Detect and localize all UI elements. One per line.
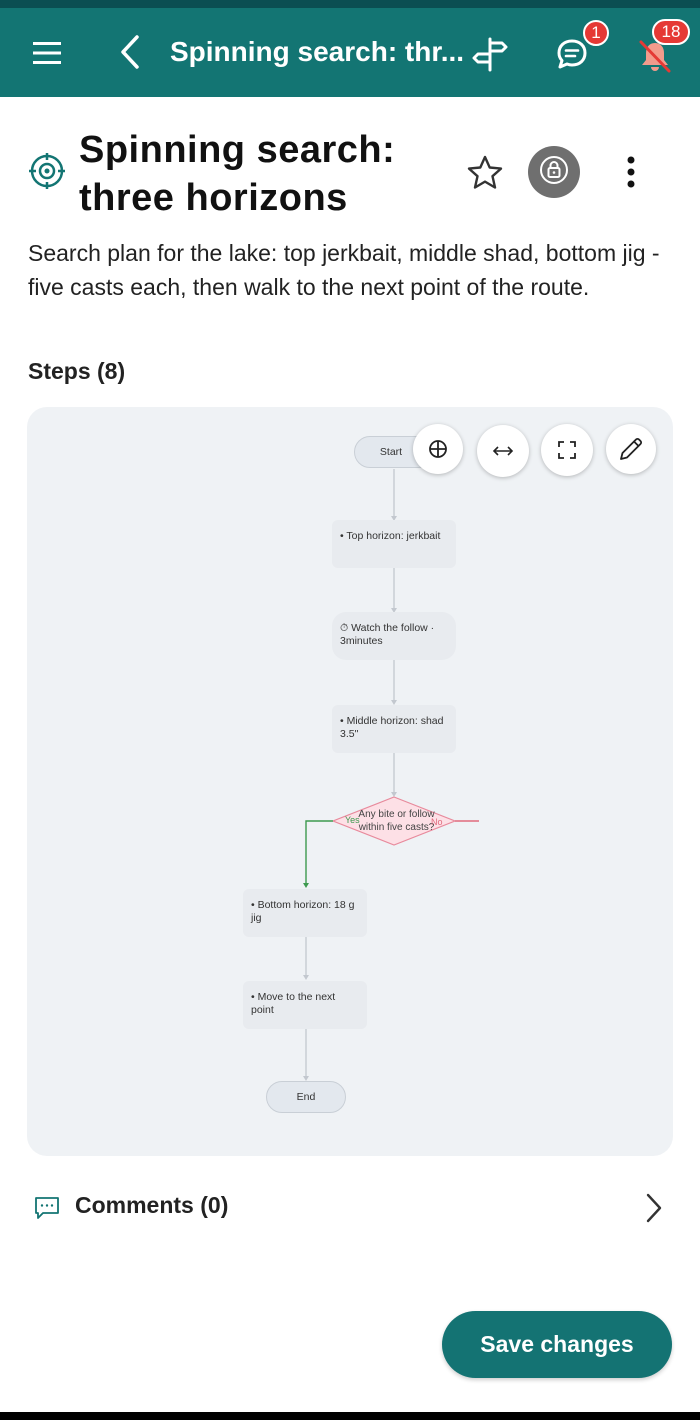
comments-label: Comments (0) (75, 1192, 229, 1218)
crosshair-icon (429, 440, 447, 458)
pencil-icon (620, 437, 643, 460)
target-icon (28, 152, 66, 195)
system-navigation-bar (0, 1412, 700, 1420)
comment-icon (34, 1196, 60, 1225)
page-title-line2: three horizons (79, 177, 348, 219)
menu-icon[interactable] (30, 36, 64, 70)
flow-decision-no-label: No (431, 817, 443, 827)
app-bar: Spinning search: thr... 1 18 (0, 8, 700, 97)
chat-badge: 1 (583, 20, 609, 46)
flow-step-bottom-horizon[interactable]: • Bottom horizon: 18 g jig (243, 889, 367, 937)
chat-icon[interactable] (552, 34, 592, 74)
flow-decision-label[interactable]: Any bite or follow within five casts? (358, 809, 435, 833)
fullscreen-icon (558, 441, 576, 459)
app-bar-title: Spinning search: thr... (170, 36, 465, 67)
edit-button[interactable] (606, 424, 656, 474)
flow-step-middle-horizon[interactable]: • Middle horizon: shad 3.5" (332, 705, 456, 753)
fit-width-button[interactable] (477, 425, 529, 477)
fit-width-icon (492, 446, 514, 456)
notifications-off-icon[interactable] (635, 36, 675, 76)
plan-description: Search plan for the lake: top jerkbait, … (28, 240, 660, 300)
flowchart-canvas[interactable]: Start • Top horizon: jerkbait ⏱ Watch th… (27, 407, 673, 1156)
signpost-icon[interactable] (470, 34, 510, 74)
flow-step-watch-follow[interactable]: ⏱ Watch the follow · 3minutes (332, 612, 456, 660)
comments-row[interactable]: Comments (0) (0, 1180, 700, 1236)
more-options-icon[interactable] (620, 156, 642, 195)
fullscreen-button[interactable] (541, 424, 593, 476)
center-view-button[interactable] (413, 424, 463, 474)
flowchart-connectors (303, 469, 479, 1081)
flow-end-label: End (296, 1091, 316, 1103)
star-icon[interactable] (466, 154, 504, 197)
back-icon[interactable] (112, 32, 148, 72)
page-title-line1: Spinning search: (79, 129, 396, 171)
flow-step-top-horizon[interactable]: • Top horizon: jerkbait (332, 520, 456, 568)
page-title: Spinning search: three horizons (79, 126, 395, 222)
flow-end-node[interactable]: End (266, 1081, 346, 1113)
lock-button[interactable] (528, 146, 580, 198)
notifications-badge: 18 (652, 19, 690, 45)
steps-heading: Steps (8) (28, 358, 126, 384)
flow-decision-yes-label: Yes (345, 815, 360, 825)
flow-start-label: Start (379, 446, 403, 458)
chevron-right-icon (644, 1192, 664, 1229)
flow-step-move-next-point[interactable]: • Move to the next point (243, 981, 367, 1029)
save-changes-button[interactable]: Save changes (442, 1311, 672, 1378)
lock-icon (539, 155, 569, 190)
status-bar (0, 0, 700, 8)
